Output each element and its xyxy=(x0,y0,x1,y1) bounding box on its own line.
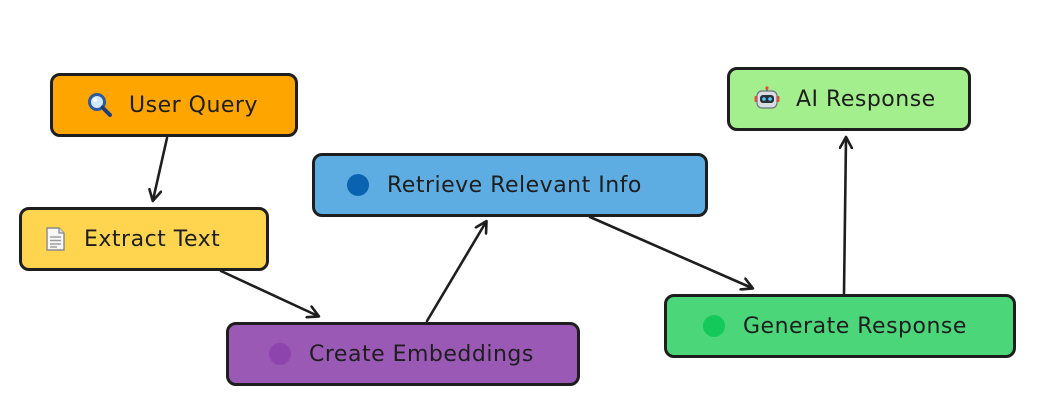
arrow-embed-to-retrieve xyxy=(425,222,486,323)
node-label: Create Embeddings xyxy=(309,341,534,367)
node-retrieve-info[interactable]: Retrieve Relevant Info xyxy=(312,153,708,217)
purple-dot-icon xyxy=(267,341,293,367)
node-user-query[interactable]: User Query xyxy=(50,73,298,137)
node-extract-text[interactable]: Extract Text xyxy=(19,207,269,271)
node-label: Retrieve Relevant Info xyxy=(387,172,642,198)
robot-icon xyxy=(754,86,780,112)
node-ai-response[interactable]: AI Response xyxy=(727,67,971,131)
document-icon xyxy=(42,226,68,252)
node-label: AI Response xyxy=(796,86,936,112)
blue-dot-icon xyxy=(345,172,371,198)
arrow-extract-to-embed xyxy=(219,269,318,316)
arrow-retrieve-to-generate xyxy=(588,215,752,288)
arrow-generate-to-ai xyxy=(844,138,846,295)
node-label: User Query xyxy=(129,92,258,118)
green-dot-icon xyxy=(701,313,727,339)
node-label: Extract Text xyxy=(84,226,221,252)
node-create-embeddings[interactable]: Create Embeddings xyxy=(226,322,580,386)
node-generate-response[interactable]: Generate Response xyxy=(664,294,1016,358)
node-label: Generate Response xyxy=(743,313,967,339)
magnifier-icon xyxy=(87,92,113,118)
arrow-user-to-extract xyxy=(153,136,169,200)
